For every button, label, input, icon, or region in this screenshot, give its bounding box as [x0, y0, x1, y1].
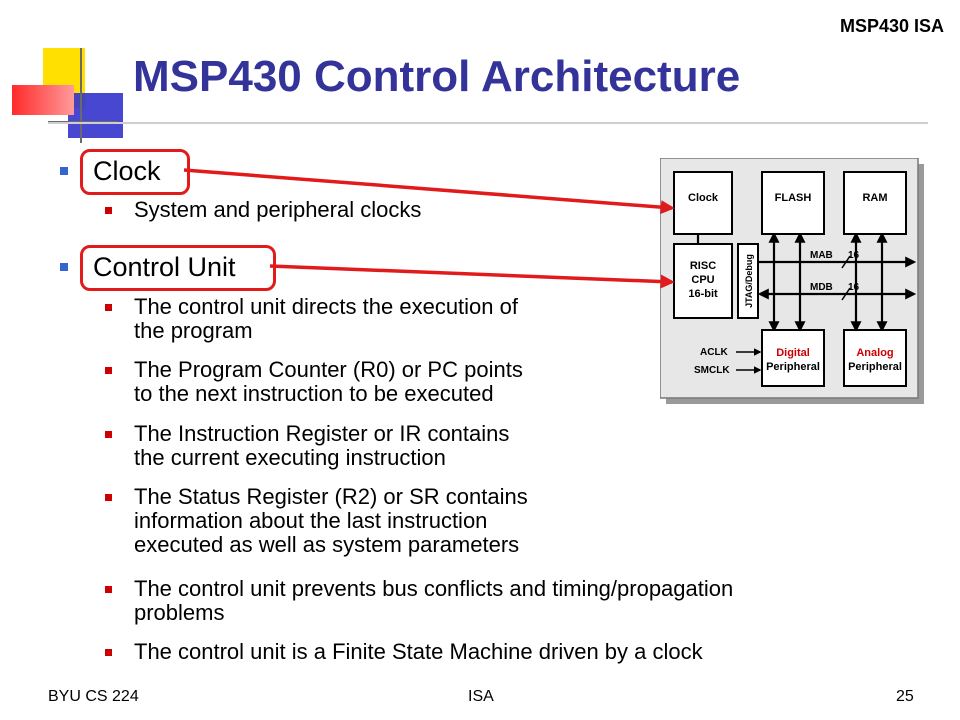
cu-item-2-line-1: The Program Counter (R0) or PC points	[134, 357, 523, 382]
block-analog-line-2: Peripheral	[848, 361, 902, 373]
bullet-clock-sub-text: System and peripheral clocks	[134, 197, 422, 222]
bullet-control-unit: Control Unit	[60, 252, 236, 283]
control-unit-callout-arrow	[269, 264, 675, 289]
block-risc-line-2: CPU	[691, 274, 714, 286]
cu-item-4: The Status Register (R2) or SR contains …	[105, 484, 528, 557]
bullet-marker	[60, 263, 68, 271]
bullet-clock-text: Clock	[93, 156, 161, 186]
block-risc-line-3: 16-bit	[688, 288, 718, 300]
cu-item-5-line-1: The control unit prevents bus conflicts …	[134, 576, 734, 601]
cu-item-4-line-3: executed as well as system parameters	[134, 532, 520, 557]
smclk-label: SMCLK	[694, 365, 730, 376]
cu-item-6-line-1: The control unit is a Finite State Machi…	[134, 639, 703, 664]
footer-center: ISA	[468, 688, 494, 705]
bullet-marker	[60, 167, 68, 175]
cu-item-1-line-2: the program	[134, 318, 253, 343]
block-jtag-debug: JTAG/Debug	[737, 243, 759, 319]
decor-blue-block	[68, 93, 123, 138]
aclk-label: ACLK	[700, 347, 729, 358]
block-digital-line-2: Peripheral	[766, 361, 820, 373]
cu-item-2: The Program Counter (R0) or PC points to…	[105, 357, 523, 406]
bus-lines	[696, 231, 917, 333]
block-ram: RAM	[843, 171, 907, 235]
bullet-marker	[105, 207, 112, 214]
cu-item-1-line-1: The control unit directs the execution o…	[134, 294, 518, 319]
footer-page-number: 25	[896, 688, 914, 705]
bullet-marker	[105, 586, 112, 593]
title-rule	[48, 122, 928, 124]
cu-item-4-line-1: The Status Register (R2) or SR contains	[134, 484, 528, 509]
clock-callout-arrow	[183, 168, 675, 215]
cu-item-5: The control unit prevents bus conflicts …	[105, 576, 734, 625]
bullet-marker	[105, 304, 112, 311]
bullet-clock: Clock	[60, 156, 161, 187]
cu-item-5-line-2: problems	[134, 600, 225, 625]
footer-left: BYU CS 224	[48, 688, 139, 705]
bullet-marker	[105, 494, 112, 501]
mdb-width-label: 16	[848, 282, 860, 293]
mab-width-label: 16	[848, 250, 860, 261]
bullet-clock-sub: System and peripheral clocks	[105, 197, 422, 222]
block-flash-label: FLASH	[775, 192, 812, 204]
mdb-label: MDB	[810, 282, 833, 293]
block-clock-label: Clock	[688, 192, 719, 204]
cu-item-3-line-2: the current executing instruction	[134, 445, 446, 470]
block-digital-line-1: Digital	[776, 347, 810, 359]
bullet-marker	[105, 649, 112, 656]
block-ram-label: RAM	[862, 192, 887, 204]
cu-item-1: The control unit directs the execution o…	[105, 294, 518, 343]
control-unit-highlight-box	[80, 245, 276, 291]
decor-red-block	[12, 85, 74, 115]
msp430-block-diagram: Clock FLASH RAM RISC CPU 16-bit JTAG/Deb…	[660, 158, 924, 404]
cu-item-2-line-2: to the next instruction to be executed	[134, 381, 494, 406]
block-jtag-label: JTAG/Debug	[744, 254, 754, 308]
decor-vertical-line	[80, 48, 82, 143]
cu-item-6: The control unit is a Finite State Machi…	[105, 639, 703, 664]
cu-item-3-line-1: The Instruction Register or IR contains	[134, 421, 510, 446]
block-digital-peripheral: Digital Peripheral	[761, 329, 825, 387]
block-analog-peripheral: Analog Peripheral	[843, 329, 907, 387]
bus-width-ticks	[841, 255, 851, 301]
cu-item-3: The Instruction Register or IR contains …	[105, 421, 510, 470]
block-risc-cpu: RISC CPU 16-bit	[673, 243, 733, 319]
bullet-marker	[105, 367, 112, 374]
block-flash: FLASH	[761, 171, 825, 235]
mab-label: MAB	[810, 250, 833, 261]
bullet-control-unit-text: Control Unit	[93, 252, 236, 282]
bullet-marker	[105, 431, 112, 438]
cu-item-4-line-2: information about the last instruction	[134, 508, 488, 533]
corner-label: MSP430 ISA	[839, 16, 944, 36]
block-risc-line-1: RISC	[690, 260, 716, 272]
slide-title: MSP430 Control Architecture	[133, 52, 741, 101]
block-analog-line-1: Analog	[856, 347, 893, 359]
